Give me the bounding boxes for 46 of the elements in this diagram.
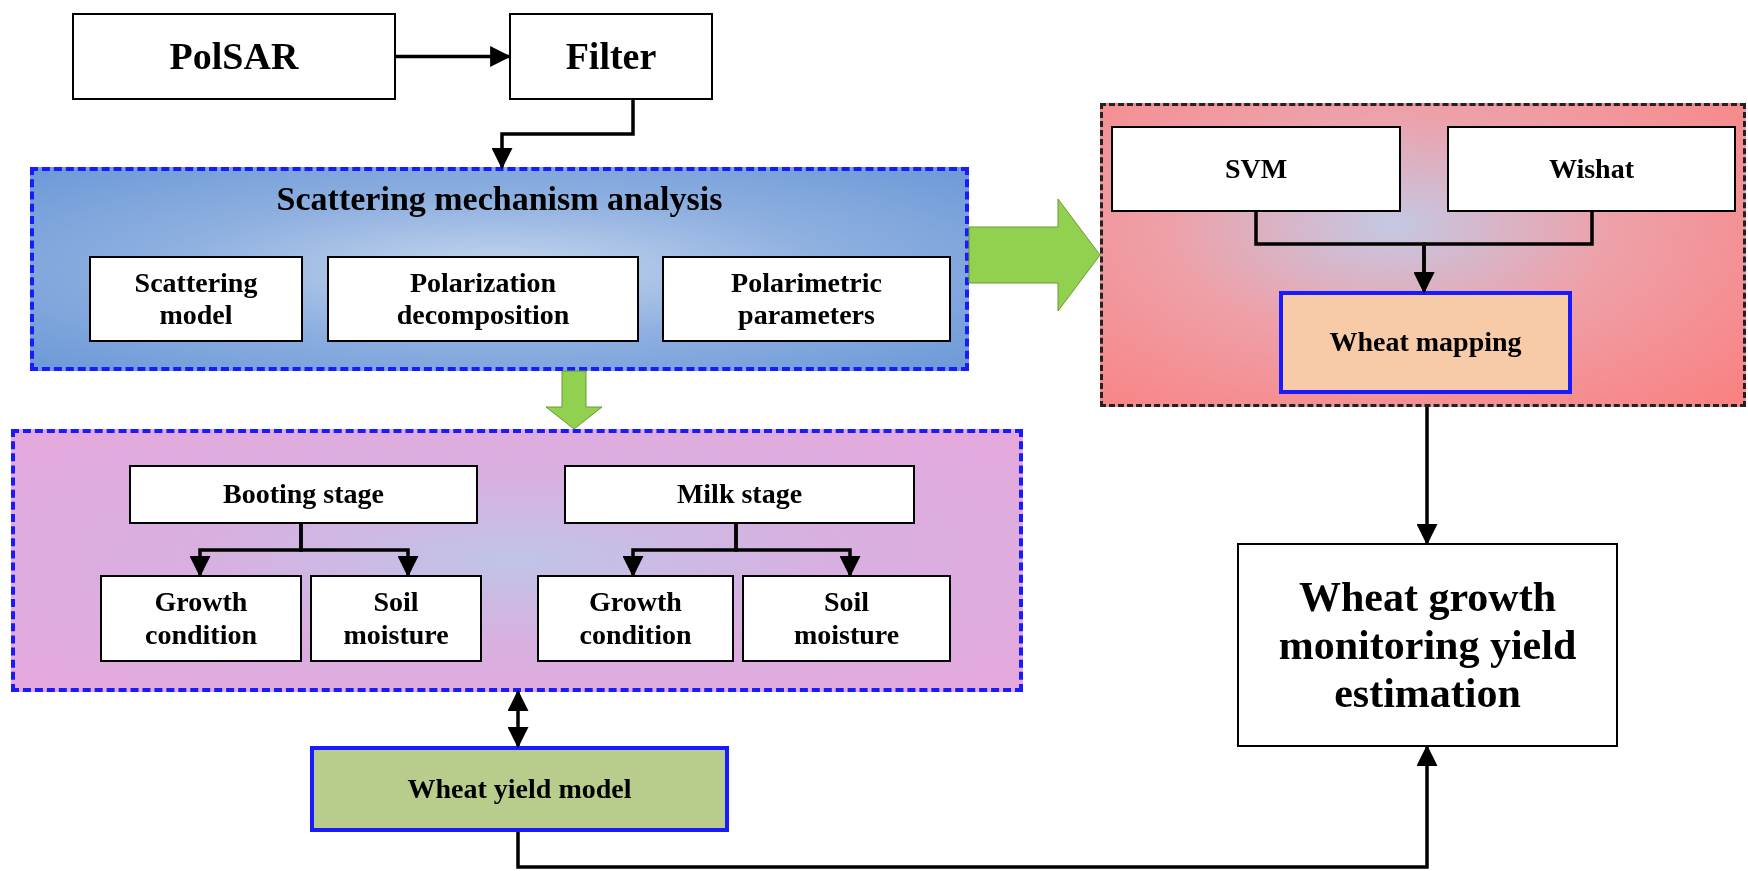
process-box: [310, 575, 482, 662]
node-label: Booting stage: [223, 478, 384, 511]
process-box: [1447, 126, 1736, 212]
arrow: [299, 524, 419, 578]
node-label: Wheat growth monitoring yield estimation: [1277, 572, 1578, 718]
arrow: [507, 689, 529, 749]
group-panel: [1100, 103, 1746, 407]
process-box: [537, 575, 734, 662]
node-label: Wheat yield model: [407, 772, 632, 806]
node-label: Filter: [565, 34, 657, 79]
process-box: [662, 256, 951, 342]
process-box: [1279, 291, 1572, 394]
node-label: Wheat mapping: [1329, 326, 1522, 359]
node-label: SVM: [1224, 152, 1288, 186]
group-title: Scattering mechanism analysis: [276, 179, 723, 219]
node-label: Soil moisture: [342, 586, 450, 651]
process-box: [310, 746, 729, 832]
node-label: Growth condition: [578, 586, 693, 651]
process-box: [1111, 126, 1401, 212]
process-box: [742, 575, 951, 662]
block-arrow: [545, 370, 603, 430]
group-panel: [11, 429, 1023, 692]
process-box: [327, 256, 639, 342]
process-box: [89, 256, 303, 342]
node-label: Soil moisture: [792, 586, 901, 651]
node-label: Polarization decomposition: [395, 266, 571, 332]
process-box: [1237, 543, 1618, 747]
arrow: [1416, 407, 1438, 546]
arrow: [491, 100, 635, 170]
process-box: [72, 13, 396, 100]
node-label: Polarimetric parameters: [730, 266, 883, 332]
group-panel: [30, 167, 969, 371]
node-label: PolSAR: [169, 34, 299, 79]
arrow: [516, 744, 1438, 869]
block-arrow: [968, 198, 1101, 312]
process-box: [564, 465, 915, 524]
node-label: Wishat: [1548, 152, 1635, 186]
process-box: [100, 575, 302, 662]
node-label: Growth condition: [144, 586, 258, 651]
arrow: [396, 46, 512, 67]
arrow: [1413, 212, 1594, 294]
process-box: [509, 13, 713, 100]
process-box: [129, 465, 478, 524]
arrow: [734, 524, 861, 578]
node-label: Milk stage: [676, 478, 803, 511]
node-label: Scattering model: [133, 266, 259, 332]
